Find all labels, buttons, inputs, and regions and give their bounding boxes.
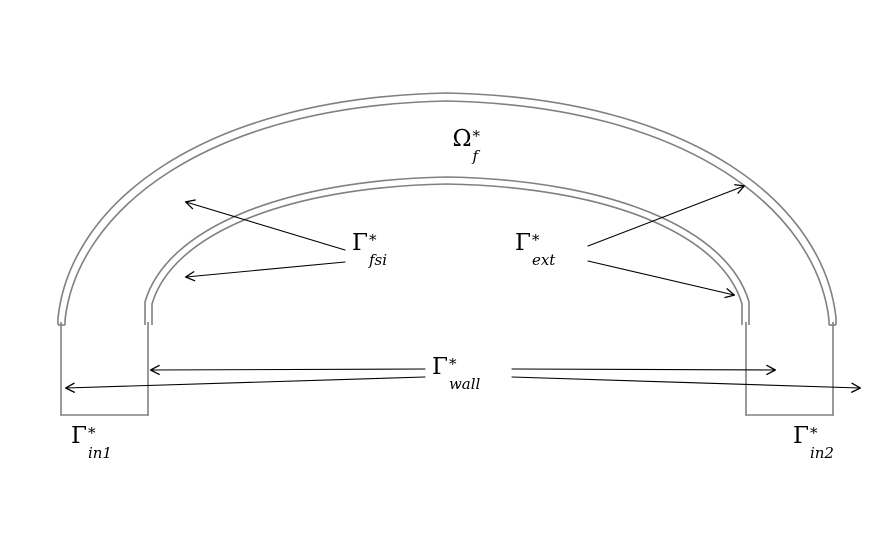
ext-lower-leader-line xyxy=(587,260,736,299)
wall-right-inner-leader-line xyxy=(511,364,777,376)
wall-right-outer-leader-line xyxy=(511,376,862,393)
wall-left-outer-leader-line xyxy=(64,376,426,393)
inner-shell-outer-edge xyxy=(144,176,750,325)
outer-shell-outer-edge xyxy=(57,92,837,325)
wall-left-inner-leader-line xyxy=(149,364,426,376)
wall-leader-group xyxy=(64,364,862,393)
inner-shell-group xyxy=(144,176,750,325)
outer-shell-inner-edge xyxy=(64,100,830,325)
fsi-leader-group xyxy=(184,199,346,282)
right-foot-group xyxy=(745,322,834,416)
ext-upper-leader-line xyxy=(587,184,746,247)
inner-shell-inner-edge xyxy=(151,183,743,325)
ext-leader-group xyxy=(587,184,746,299)
fsi-lower-leader-line xyxy=(184,261,346,282)
left-foot-group xyxy=(60,322,149,416)
outer-shell-group xyxy=(57,92,837,326)
fsi-upper-leader-line xyxy=(184,199,346,251)
